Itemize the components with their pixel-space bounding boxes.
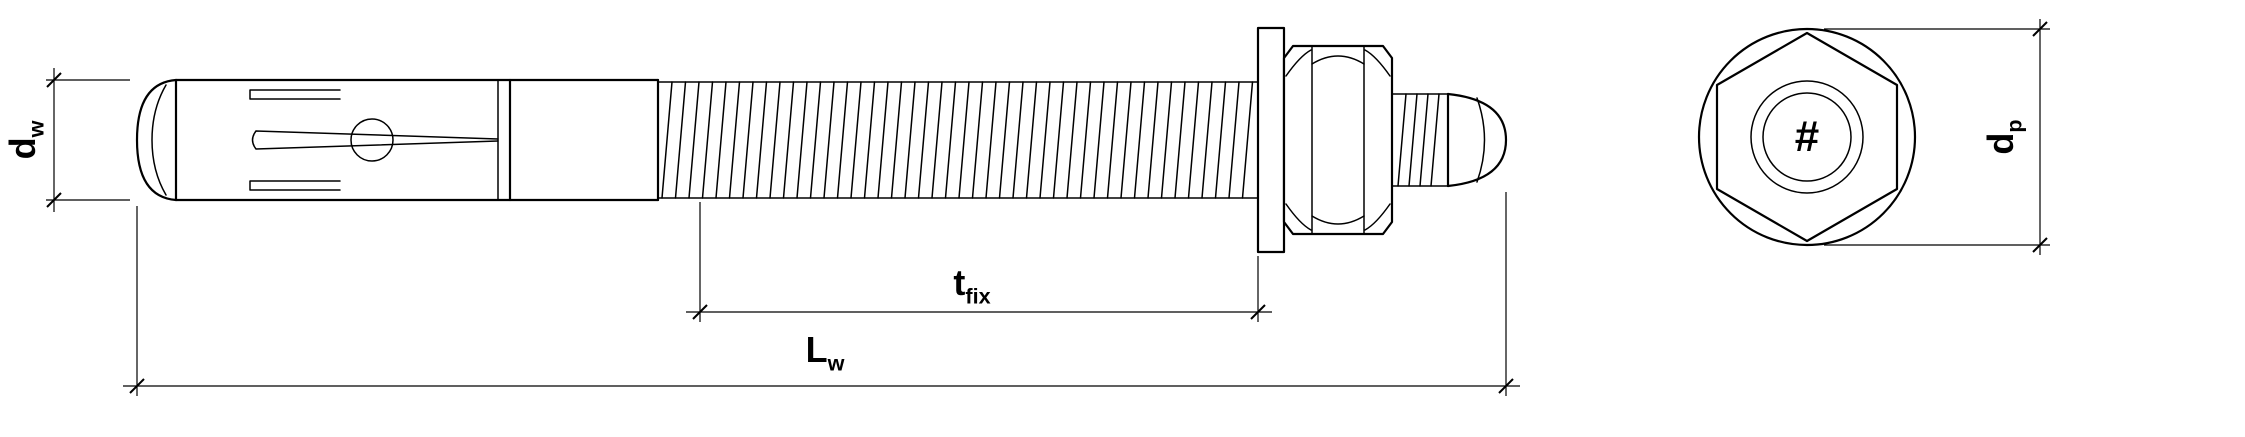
dome-tip-outline bbox=[1446, 92, 1508, 188]
dim-label-lw-main: L bbox=[805, 329, 828, 371]
clip-hole bbox=[350, 118, 394, 162]
dome-tip bbox=[1446, 92, 1508, 188]
dim-label-tfix: tfix bbox=[953, 265, 990, 307]
nut-facet-arcs bbox=[1285, 49, 1391, 231]
nose-cone-outline bbox=[135, 78, 178, 202]
dim-label-lw-sub: w bbox=[827, 350, 845, 376]
dim-label-dp: dp bbox=[1980, 119, 2027, 155]
hex-nut-front-outline bbox=[1715, 31, 1899, 243]
side-view-anchor bbox=[135, 26, 1508, 254]
dim-label-lw: Lw bbox=[806, 332, 845, 374]
thread-section bbox=[657, 81, 1259, 199]
thread-outer-circle bbox=[1750, 80, 1864, 194]
nose-cone-arc bbox=[151, 84, 167, 196]
thread-core-circle bbox=[1762, 92, 1852, 182]
hex-nut-side bbox=[1282, 44, 1394, 236]
dome-tip-arc bbox=[1476, 97, 1486, 183]
front-view-anchor bbox=[1697, 27, 1917, 247]
dimension-dw bbox=[46, 68, 130, 212]
washer bbox=[1256, 26, 1286, 254]
dim-label-dp-sub: p bbox=[2001, 119, 2027, 133]
dim-label-tfix-sub: fix bbox=[965, 283, 991, 309]
dimension-lw bbox=[123, 192, 1520, 396]
hex-nut-outline bbox=[1282, 44, 1394, 236]
thread-stub bbox=[1391, 93, 1449, 187]
wedge-slot bbox=[251, 130, 499, 150]
dim-label-dw-sub: w bbox=[23, 120, 49, 138]
dimension-tfix bbox=[686, 202, 1272, 322]
dim-label-dw-main: d bbox=[2, 137, 44, 160]
clip-slot-bottom bbox=[249, 180, 341, 191]
dim-label-dp-main: d bbox=[1980, 132, 2022, 155]
dim-label-tfix-main: t bbox=[953, 262, 966, 304]
clip-slot-top bbox=[249, 89, 341, 100]
dim-label-dw: dw bbox=[2, 120, 49, 160]
washer-outline-circle bbox=[1697, 27, 1917, 247]
size-stamp-mark: # bbox=[1794, 112, 1820, 161]
dimension-dp bbox=[1824, 19, 2050, 255]
